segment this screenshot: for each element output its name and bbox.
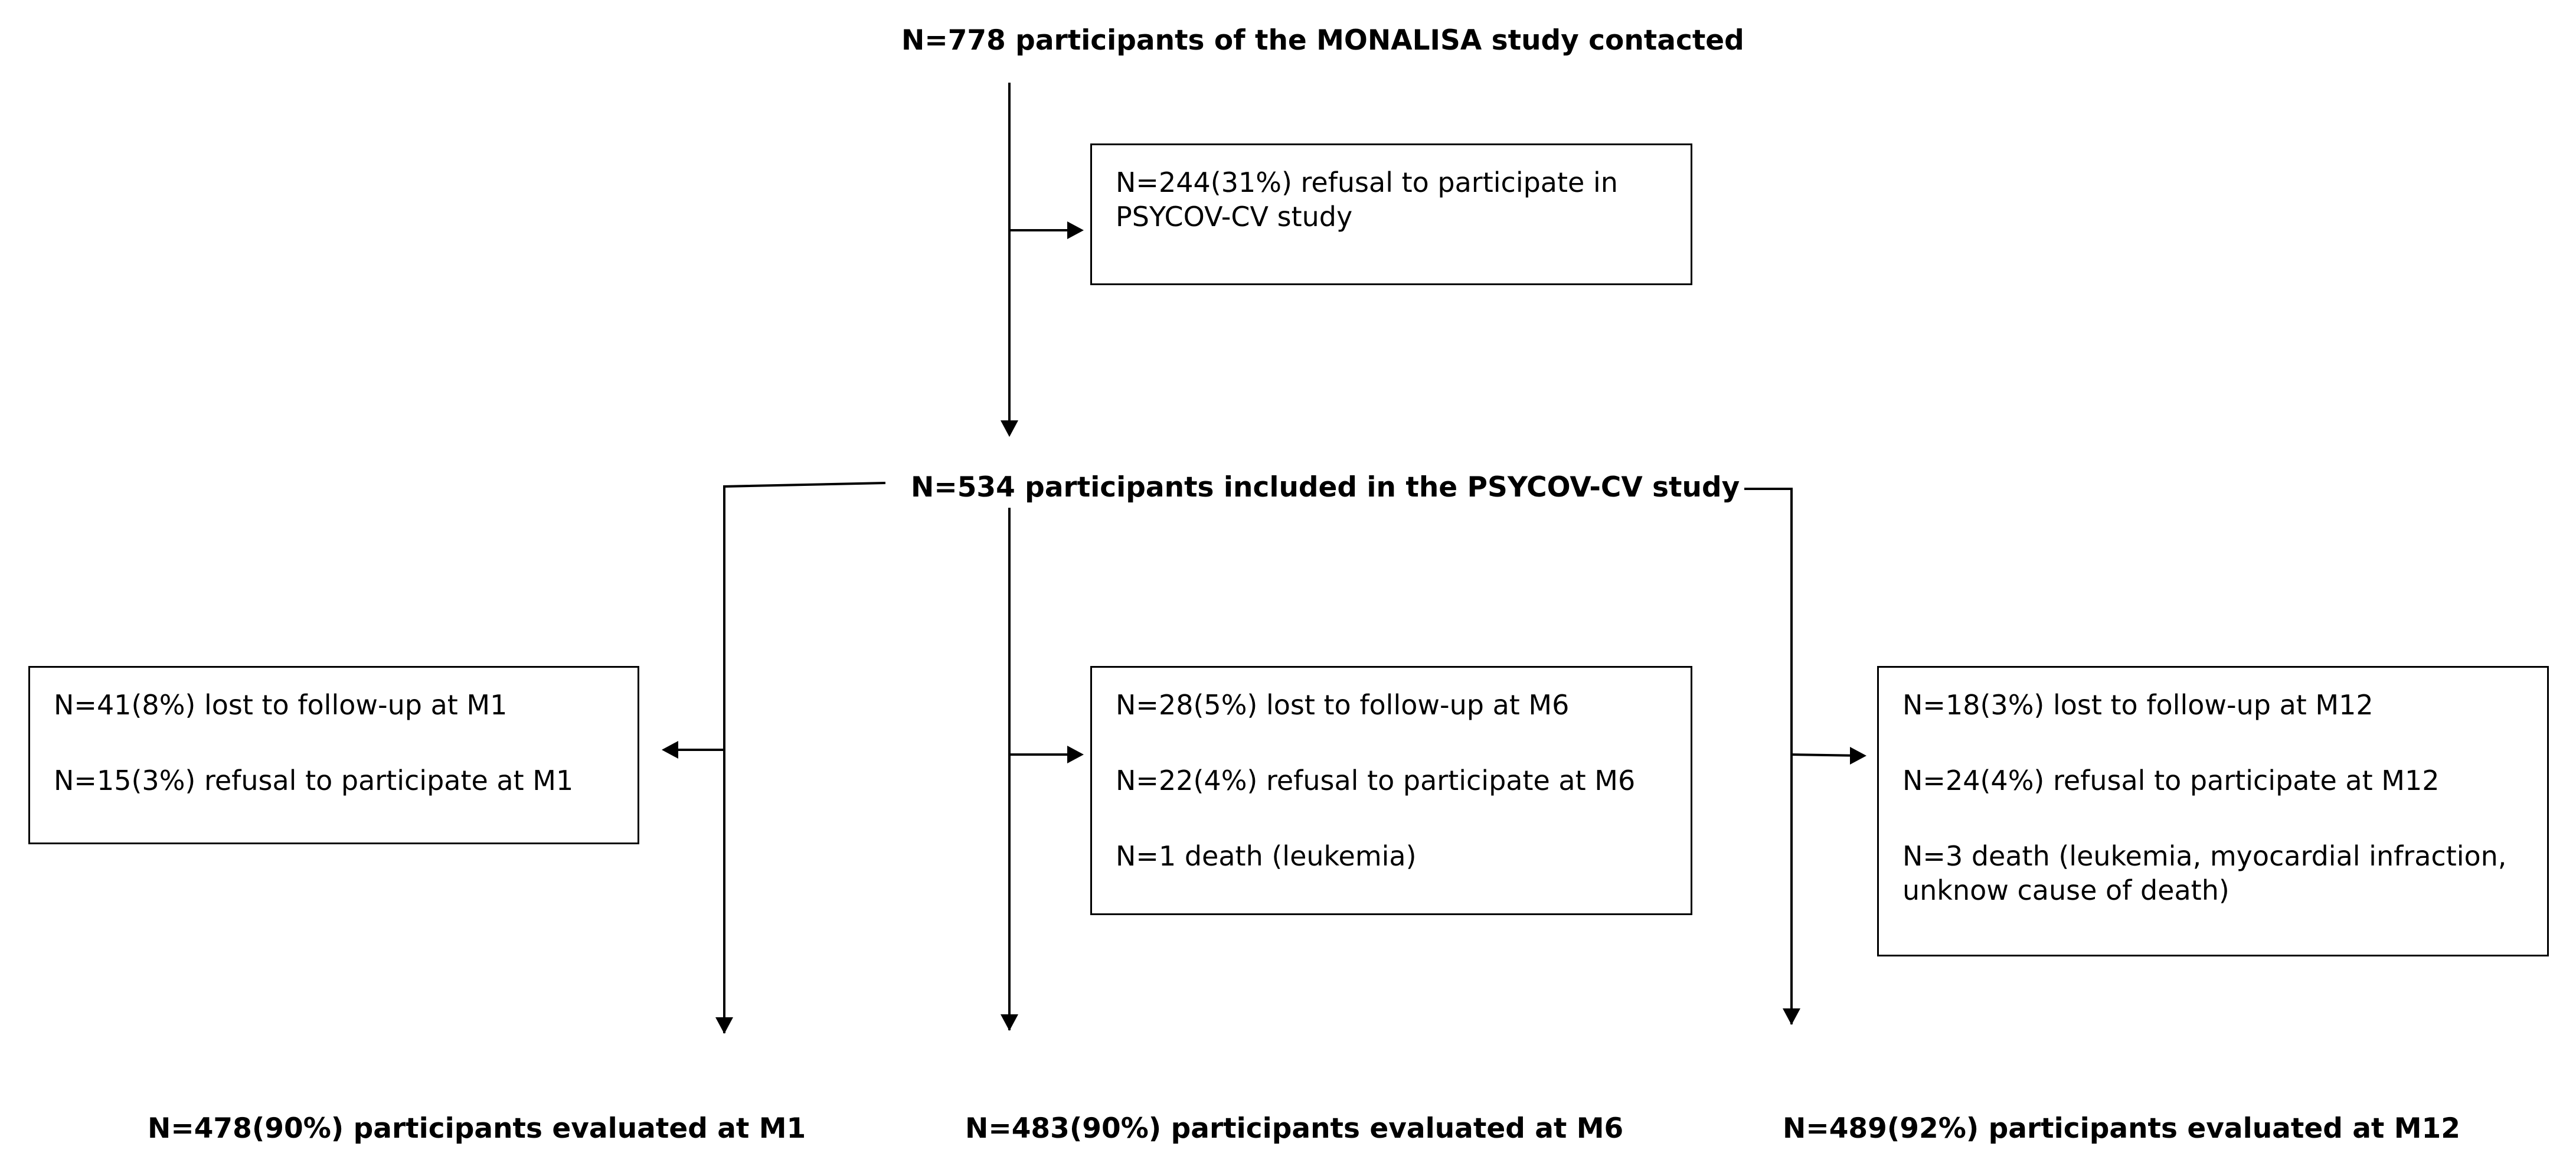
arrowhead-m12-result [1783,1008,1800,1025]
top-node: N=778 participants of the MONALISA study… [901,24,1744,57]
m12-result: N=489(92%) participants evaluated at M12 [1783,1112,2460,1145]
arrowhead-m6-result [1001,1014,1018,1031]
arrowhead-m6-box [1067,746,1084,763]
m1-box: N=41(8%) lost to follow-up at M1 N=15(3%… [28,666,639,844]
m6-lost: N=28(5%) lost to follow-up at M6 [1116,689,1570,721]
arrowhead-m12-box [1850,747,1866,765]
m6-refusal: N=22(4%) refusal to participate at M6 [1116,765,1636,796]
arrowhead-m1-box [662,741,678,759]
m12-lost: N=18(3%) lost to follow-up at M12 [1902,689,2374,721]
m6-box: N=28(5%) lost to follow-up at M6 N=22(4%… [1090,666,1692,915]
m1-refusal: N=15(3%) refusal to participate at M1 [54,765,574,796]
m1-result: N=478(90%) participants evaluated at M1 [148,1112,806,1145]
m1-lost: N=41(8%) lost to follow-up at M1 [54,689,508,721]
m6-death: N=1 death (leukemia) [1116,840,1417,872]
arrowheads [662,221,1866,1034]
branch-right [1721,488,1793,1024]
arrowhead-refusal [1067,221,1084,239]
refusal-text: N=244(31%) refusal to participate in PSY… [1116,166,1618,233]
arrowhead-m1-result [715,1017,733,1034]
included-node: N=534 participants included in the PSYCO… [906,474,1745,501]
m12-box: N=18(3%) lost to follow-up at M12 N=24(4… [1877,666,2549,956]
m6-result: N=483(90%) participants evaluated at M6 [965,1112,1624,1145]
arrowhead-included [1001,420,1018,437]
branch-left [723,482,886,1033]
m12-refusal: N=24(4%) refusal to participate at M12 [1902,765,2440,796]
refusal-box: N=244(31%) refusal to participate in PSY… [1090,143,1692,285]
m12-death: N=3 death (leukemia, myocardial infracti… [1902,840,2507,906]
